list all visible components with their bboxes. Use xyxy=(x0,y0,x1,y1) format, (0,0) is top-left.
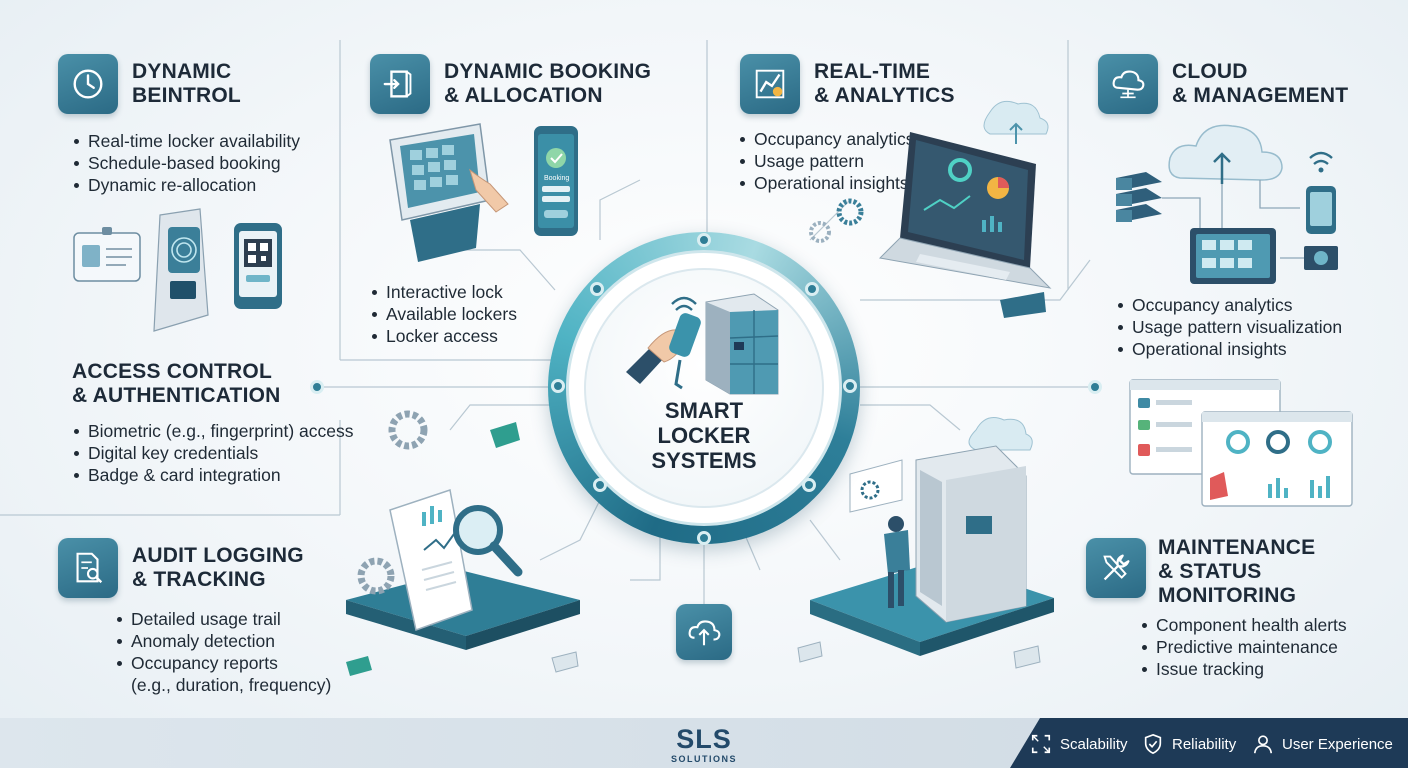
laptop-dashboard-illustration xyxy=(809,100,1052,318)
list-item: Occupancy analytics xyxy=(1116,294,1342,316)
list-item: Operational insights xyxy=(1116,338,1342,360)
footer-feature-reliability: Reliability xyxy=(1142,732,1236,756)
dashboard-panels-illustration xyxy=(1129,379,1353,507)
cloud-icon xyxy=(1098,54,1158,114)
analytics-title: REAL-TIME & ANALYTICS xyxy=(814,60,955,107)
list-item: (e.g., duration, frequency) xyxy=(131,675,332,695)
access-title: ACCESS CONTROL & AUTHENTICATION xyxy=(72,360,281,407)
list-item: Biometric (e.g., fingerprint) access xyxy=(72,420,354,442)
hub-node xyxy=(551,379,565,393)
user-icon xyxy=(1253,735,1273,754)
list-item: Detailed usage trail xyxy=(115,608,331,630)
list-item: Real-time locker availability xyxy=(72,130,300,152)
dynamic-control-title: DYNAMIC BEINTROL xyxy=(132,60,241,107)
hub-node xyxy=(697,531,711,545)
hub-node xyxy=(590,282,604,296)
cloud-title: CLOUD & MANAGEMENT xyxy=(1172,60,1349,107)
audit-title: AUDIT LOGGING & TRACKING xyxy=(132,544,304,591)
list-item: Usage pattern xyxy=(738,150,915,172)
cloud-network-illustration xyxy=(1116,124,1338,284)
access-list: Biometric (e.g., fingerprint) access Dig… xyxy=(72,420,354,486)
wrench-icon xyxy=(1086,538,1146,598)
connector-lines xyxy=(0,40,1095,605)
analytics-list: Occupancy analytics Usage pattern Operat… xyxy=(738,128,915,194)
clock-icon xyxy=(58,54,118,114)
shield-check-icon xyxy=(1144,733,1162,755)
document-search-icon xyxy=(58,538,118,598)
brand-subtitle: SOLUTIONS xyxy=(670,754,737,764)
expand-icon xyxy=(1031,734,1051,754)
list-item: Occupancy analytics xyxy=(738,128,915,150)
audit-report-illustration xyxy=(346,410,580,676)
chart-icon xyxy=(740,54,800,114)
booking-title: DYNAMIC BOOKING & ALLOCATION xyxy=(444,60,652,107)
kiosk-phone-illustration: Booking xyxy=(389,123,578,262)
smart-key-locker-icon xyxy=(626,293,779,395)
door-icon xyxy=(370,54,430,114)
brand-name: SLS xyxy=(676,724,732,754)
cloud-list: Occupancy analytics Usage pattern visual… xyxy=(1116,294,1342,360)
audit-list: Detailed usage trail Anomaly detection O… xyxy=(115,608,331,696)
hub-node xyxy=(802,478,816,492)
list-item: Interactive lock xyxy=(370,281,517,303)
footer-feature-label: User Experience xyxy=(1282,735,1393,753)
hub-node xyxy=(593,478,607,492)
footer-feature-label: Scalability xyxy=(1060,735,1128,753)
hub-node xyxy=(843,379,857,393)
booking-list: Interactive lock Available lockers Locke… xyxy=(370,281,517,347)
cloud-upload-icon xyxy=(676,604,732,660)
footer-feature-user-experience: User Experience xyxy=(1252,732,1393,756)
list-item: Digital key credentials xyxy=(72,442,354,464)
access-devices-illustration xyxy=(73,208,282,332)
list-item: Badge & card integration xyxy=(72,464,354,486)
dynamic-control-list: Real-time locker availability Schedule-b… xyxy=(72,130,300,196)
footer-feature-scalability: Scalability xyxy=(1030,732,1128,756)
technician-locker-illustration xyxy=(797,417,1054,669)
list-item: Issue tracking xyxy=(1140,658,1347,680)
hub-node xyxy=(697,233,711,247)
list-item: Occupancy reports xyxy=(115,652,331,674)
hub-node xyxy=(805,282,819,296)
list-item: Available lockers xyxy=(370,303,517,325)
list-item: Operational insights xyxy=(738,172,915,194)
list-item: Anomaly detection xyxy=(115,630,331,652)
list-item: Component health alerts xyxy=(1140,614,1347,636)
connector-node xyxy=(310,380,324,394)
connector-node xyxy=(1088,380,1102,394)
list-item: Predictive maintenance xyxy=(1140,636,1347,658)
list-item: Dynamic re-allocation xyxy=(72,174,300,196)
footer-feature-label: Reliability xyxy=(1172,735,1237,753)
list-item: Locker access xyxy=(370,325,517,347)
phone-booking-label: Booking xyxy=(544,175,569,182)
maintenance-title: MAINTENANCE & STATUS MONITORING xyxy=(1158,536,1316,607)
maintenance-list: Component health alerts Predictive maint… xyxy=(1140,614,1347,680)
footer-features-bar xyxy=(1010,718,1408,768)
list-item: Usage pattern visualization xyxy=(1116,316,1342,338)
hub-inner-circle xyxy=(584,268,824,508)
brand-logo: SLS SOLUTIONS xyxy=(640,724,768,764)
list-item: Schedule-based booking xyxy=(72,152,300,174)
hub-title: SMART LOCKER SYSTEMS xyxy=(651,398,757,473)
